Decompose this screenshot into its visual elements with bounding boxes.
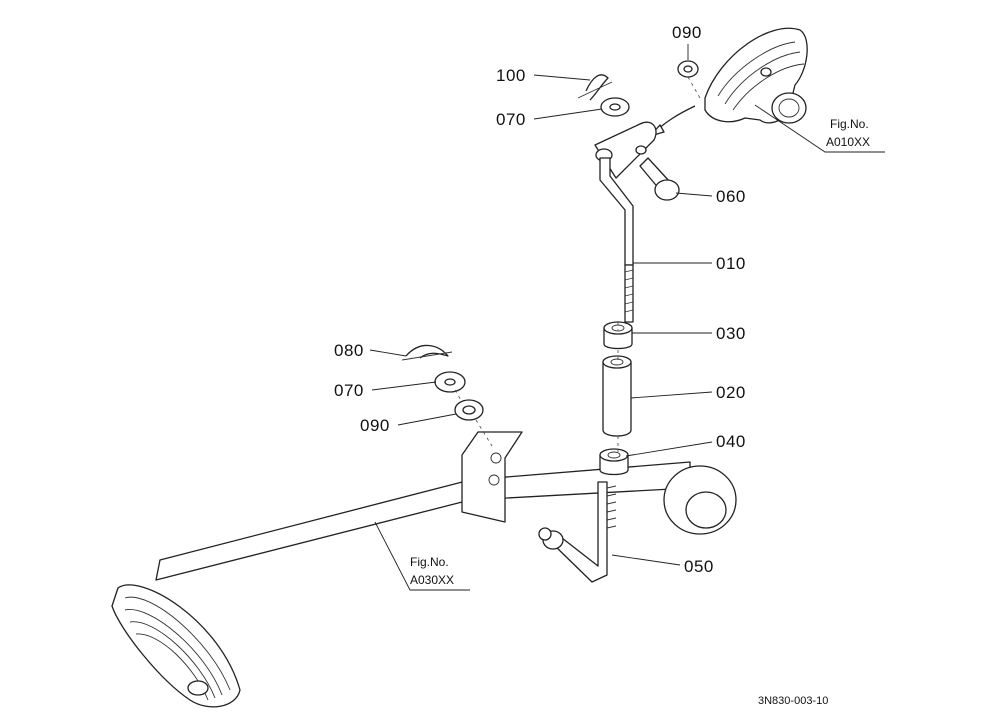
callout-040: 040 xyxy=(716,432,746,451)
axis-top xyxy=(687,76,701,99)
turnbuckle-020 xyxy=(602,355,632,437)
washer-090-left xyxy=(454,399,484,421)
washer-070-top xyxy=(600,97,630,117)
nut-040 xyxy=(599,448,629,476)
callout-100: 100 xyxy=(496,66,526,85)
clip-100 xyxy=(577,74,613,101)
washer-090-top xyxy=(677,60,699,78)
callout-070-top: 070 xyxy=(496,110,526,129)
rod-050 xyxy=(538,481,617,583)
fig-ref-a010xx-line2: A010XX xyxy=(826,135,870,149)
callout-090-left: 090 xyxy=(360,416,390,435)
leader-lines xyxy=(369,44,885,591)
fig-ref-a010xx-line1: Fig.No. xyxy=(830,117,869,131)
axis-left xyxy=(454,389,493,447)
nut-030 xyxy=(603,321,633,350)
fig-ref-a030xx-line1: Fig.No. xyxy=(410,555,449,569)
pin-060 xyxy=(639,157,680,201)
callout-010: 010 xyxy=(716,254,746,273)
callout-070-left: 070 xyxy=(334,381,364,400)
callout-030: 030 xyxy=(716,324,746,343)
bracket-plate xyxy=(649,27,808,137)
diagram-code: 3N830-003-10 xyxy=(758,695,828,707)
clip-080 xyxy=(401,344,453,361)
callout-050: 050 xyxy=(684,557,714,576)
fig-ref-a030xx-line2: A030XX xyxy=(410,573,454,587)
callout-080: 080 xyxy=(334,341,364,360)
callout-060: 060 xyxy=(716,187,746,206)
callout-020: 020 xyxy=(716,383,746,402)
pedal-assembly xyxy=(111,431,737,708)
washer-070-left xyxy=(434,371,466,393)
rod-010 xyxy=(594,121,657,323)
callout-090-top: 090 xyxy=(672,23,702,42)
